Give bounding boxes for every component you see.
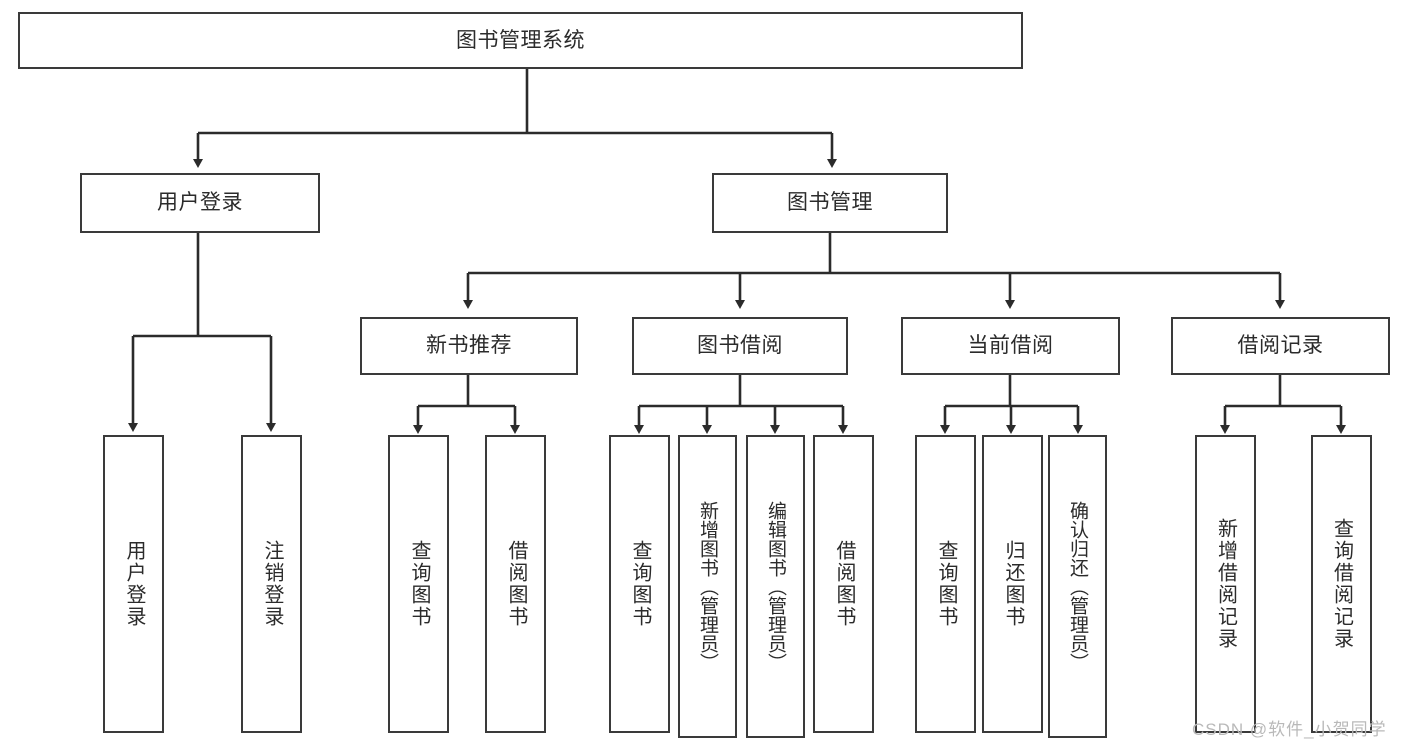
node-leaf-query-book-2[interactable]: 查询图书 xyxy=(609,435,670,733)
node-label: 查询图书 xyxy=(935,540,957,628)
node-label: 新增借阅记录 xyxy=(1214,518,1237,650)
node-label: 注销登录 xyxy=(261,540,283,628)
node-label: 新书推荐 xyxy=(426,334,512,358)
node-label: 编辑图书（管理员） xyxy=(765,501,787,672)
node-leaf-query-book-1[interactable]: 查询图书 xyxy=(388,435,449,733)
node-book-management[interactable]: 图书管理 xyxy=(712,173,948,233)
node-label: 图书管理 xyxy=(787,191,873,215)
node-label: 用户登录 xyxy=(123,540,145,628)
node-leaf-edit-book[interactable]: 编辑图书（管理员） xyxy=(746,435,805,738)
node-label: 用户登录 xyxy=(157,191,243,215)
node-leaf-borrow-book-1[interactable]: 借阅图书 xyxy=(485,435,546,733)
node-leaf-query-book-3[interactable]: 查询图书 xyxy=(915,435,976,733)
node-current-borrow[interactable]: 当前借阅 xyxy=(901,317,1120,375)
node-leaf-return-book[interactable]: 归还图书 xyxy=(982,435,1043,733)
node-new-book-recommend[interactable]: 新书推荐 xyxy=(360,317,578,375)
node-label: 查询借阅记录 xyxy=(1330,518,1353,650)
node-leaf-logout-login[interactable]: 注销登录 xyxy=(241,435,302,733)
node-leaf-add-book[interactable]: 新增图书（管理员） xyxy=(678,435,737,738)
node-label: 查询图书 xyxy=(629,540,651,628)
node-label: 归还图书 xyxy=(1002,540,1024,628)
node-book-borrow[interactable]: 图书借阅 xyxy=(632,317,848,375)
node-label: 新增图书（管理员） xyxy=(697,501,719,672)
node-label: 借阅图书 xyxy=(505,540,527,628)
node-leaf-add-record[interactable]: 新增借阅记录 xyxy=(1195,435,1256,733)
node-leaf-query-record[interactable]: 查询借阅记录 xyxy=(1311,435,1372,733)
node-leaf-borrow-book-2[interactable]: 借阅图书 xyxy=(813,435,874,733)
node-label: 确认归还（管理员） xyxy=(1067,501,1089,672)
node-label: 借阅图书 xyxy=(833,540,855,628)
node-label: 图书管理系统 xyxy=(456,28,585,52)
node-label: 图书借阅 xyxy=(697,334,783,358)
node-label: 借阅记录 xyxy=(1237,334,1324,358)
node-label: 查询图书 xyxy=(408,540,430,628)
node-root-system[interactable]: 图书管理系统 xyxy=(18,12,1023,69)
csdn-watermark: CSDN @软件_小贺同学 xyxy=(1192,720,1387,739)
node-leaf-confirm-return[interactable]: 确认归还（管理员） xyxy=(1048,435,1107,738)
node-borrow-record[interactable]: 借阅记录 xyxy=(1171,317,1390,375)
node-user-login[interactable]: 用户登录 xyxy=(80,173,320,233)
node-label: 当前借阅 xyxy=(967,334,1054,358)
node-leaf-user-login[interactable]: 用户登录 xyxy=(103,435,164,733)
